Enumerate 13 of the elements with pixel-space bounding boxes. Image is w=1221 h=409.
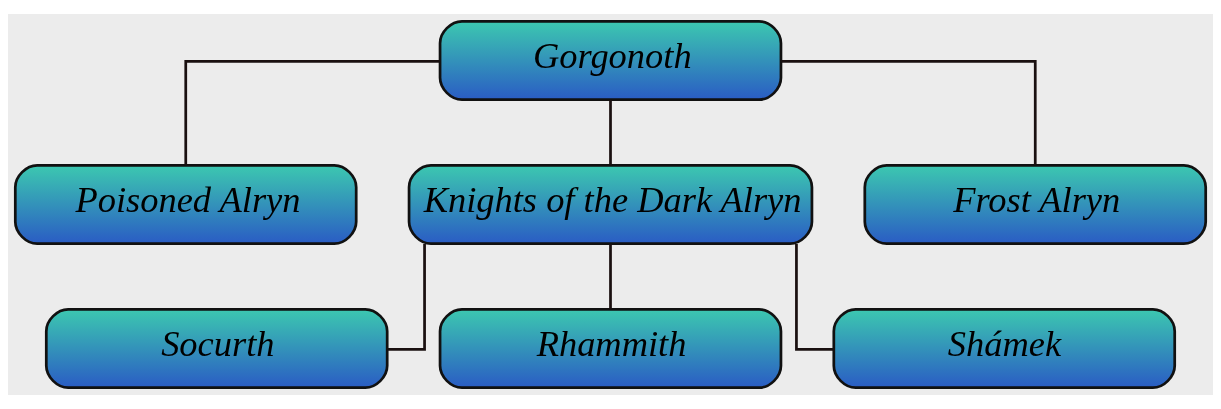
node-box: Gorgonoth [438, 19, 783, 102]
node-box: Rhammith [438, 307, 783, 390]
node-box: Frost Alryn [863, 163, 1208, 246]
node-box: Knights of the Dark Alryn [407, 163, 814, 246]
node-box: Shámek [832, 307, 1177, 390]
node-box: Socurth [44, 307, 389, 390]
connector [781, 60, 1037, 165]
connector [184, 60, 440, 165]
connector [609, 243, 612, 310]
connector [795, 244, 834, 351]
node-box: Poisoned Alryn [13, 163, 358, 246]
connector [387, 244, 426, 351]
connector [609, 99, 612, 166]
